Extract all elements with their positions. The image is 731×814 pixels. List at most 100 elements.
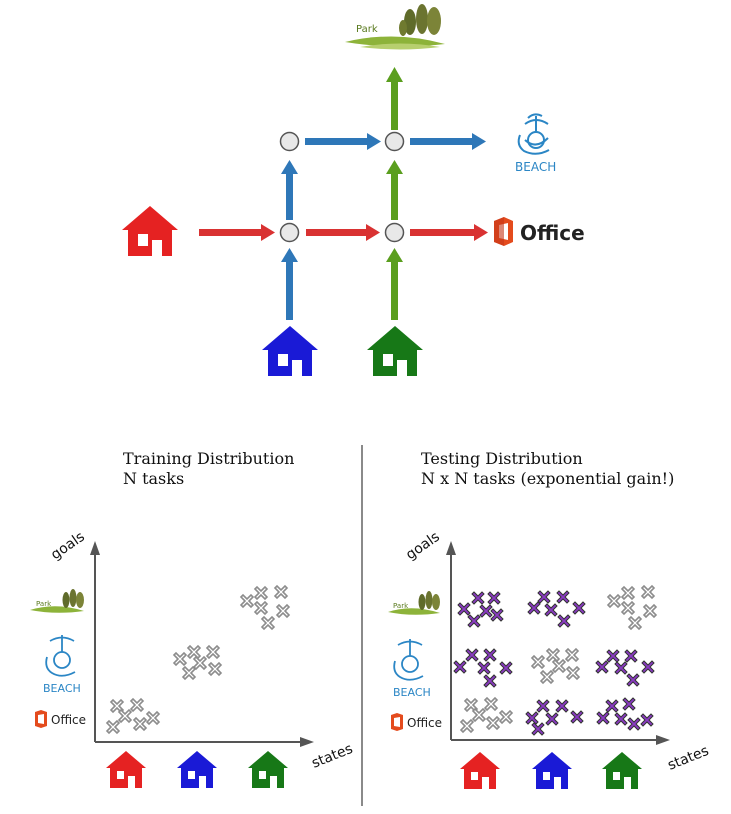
park-icon: Park: [30, 589, 84, 613]
node-icon: [384, 131, 405, 152]
cross-marker-icon: [453, 660, 467, 674]
cross-marker-icon: [643, 604, 657, 618]
park-icon: Park: [388, 591, 440, 615]
cross-marker-icon: [606, 649, 620, 663]
cross-marker-icon: [193, 656, 207, 670]
testing-goals-label: goals: [403, 529, 443, 563]
beach-icon: BEACH: [393, 639, 431, 699]
cross-marker-icon: [628, 616, 642, 630]
cross-marker-icon: [556, 590, 570, 604]
cross-marker-icon: [527, 601, 541, 615]
cross-marker-icon: [627, 717, 641, 731]
green-arrows: [386, 67, 403, 320]
cross-marker-icon: [483, 674, 497, 688]
cross-marker-icon: [545, 712, 559, 726]
training-samples: [106, 585, 290, 734]
cross-marker-icon: [607, 594, 621, 608]
cross-marker-icon: [572, 601, 586, 615]
cross-marker-icon: [477, 661, 491, 675]
cross-marker-icon: [641, 660, 655, 674]
cross-marker-icon: [626, 673, 640, 687]
park-label: Park: [393, 602, 409, 610]
cross-marker-icon: [565, 648, 579, 662]
testing-panel: goals states Park BEACH Office: [388, 529, 711, 789]
cross-marker-icon: [274, 585, 288, 599]
cross-marker-icon: [499, 661, 513, 675]
office-label: Office: [407, 716, 442, 730]
red-house-icon: [122, 206, 178, 256]
cross-marker-icon: [640, 713, 654, 727]
testing-title: Testing Distribution: [421, 449, 583, 468]
red-house-icon: [460, 752, 500, 789]
park-label: Park: [356, 24, 378, 35]
cross-marker-icon: [487, 591, 501, 605]
node-icons: [279, 131, 405, 243]
red-house-icon: [106, 751, 146, 788]
cross-marker-icon: [187, 645, 201, 659]
cross-marker-icon: [208, 662, 222, 676]
cross-marker-icon: [596, 711, 610, 725]
cross-marker-icon: [240, 594, 254, 608]
testing-subtitle: N x N tasks (exponential gain!): [421, 469, 675, 488]
cross-marker-icon: [486, 716, 500, 730]
blue-house-icon: [177, 751, 217, 788]
cross-marker-icon: [479, 604, 493, 618]
cross-marker-icon: [546, 648, 560, 662]
blue-house-icon: [532, 752, 572, 789]
cross-marker-icon: [490, 608, 504, 622]
testing-states-label: states: [666, 743, 712, 774]
office-icon: Office: [35, 710, 86, 728]
beach-icon: BEACH: [515, 113, 556, 174]
cross-marker-icon: [536, 699, 550, 713]
cross-marker-icon: [525, 711, 539, 725]
beach-label: BEACH: [515, 160, 556, 174]
cross-marker-icon: [540, 670, 554, 684]
cross-marker-icon: [471, 591, 485, 605]
office-label: Office: [520, 221, 585, 245]
cross-marker-icon: [537, 590, 551, 604]
cross-marker-icon: [465, 648, 479, 662]
training-states-label: states: [310, 741, 356, 772]
office-icon: Office: [494, 217, 585, 246]
park-label: Park: [36, 600, 52, 608]
cross-marker-icon: [472, 708, 486, 722]
cross-marker-icon: [276, 604, 290, 618]
cross-marker-icon: [206, 645, 220, 659]
cross-marker-icon: [254, 601, 268, 615]
cross-marker-icon: [130, 698, 144, 712]
cross-marker-icon: [531, 722, 545, 736]
beach-icon: BEACH: [43, 635, 81, 695]
cross-marker-icon: [622, 697, 636, 711]
beach-label: BEACH: [393, 686, 431, 699]
cross-marker-icon: [182, 666, 196, 680]
cross-marker-icon: [555, 699, 569, 713]
cross-marker-icon: [624, 649, 638, 663]
cross-marker-icon: [531, 655, 545, 669]
node-icon: [384, 222, 405, 243]
node-icon: [279, 222, 300, 243]
office-label: Office: [51, 713, 86, 727]
cross-marker-icon: [146, 711, 160, 725]
cross-marker-icon: [566, 666, 580, 680]
cross-marker-icon: [614, 661, 628, 675]
cross-marker-icon: [467, 614, 481, 628]
park-icon: Park: [345, 4, 445, 50]
training-title: Training Distribution: [123, 449, 295, 468]
cross-marker-icon: [595, 660, 609, 674]
cross-marker-icon: [173, 652, 187, 666]
cross-marker-icon: [605, 699, 619, 713]
cross-marker-icon: [261, 616, 275, 630]
green-house-icon: [248, 751, 288, 788]
training-panel: goals states Park BEACH Office: [30, 529, 355, 788]
beach-label: BEACH: [43, 682, 81, 695]
training-goals-label: goals: [48, 529, 88, 563]
cross-marker-icon: [557, 614, 571, 628]
cross-marker-icon: [118, 709, 132, 723]
node-icon: [279, 131, 300, 152]
cross-marker-icon: [254, 586, 268, 600]
green-house-icon: [602, 752, 642, 789]
cross-marker-icon: [621, 601, 635, 615]
office-icon: Office: [391, 713, 442, 731]
cross-marker-icon: [460, 719, 474, 733]
